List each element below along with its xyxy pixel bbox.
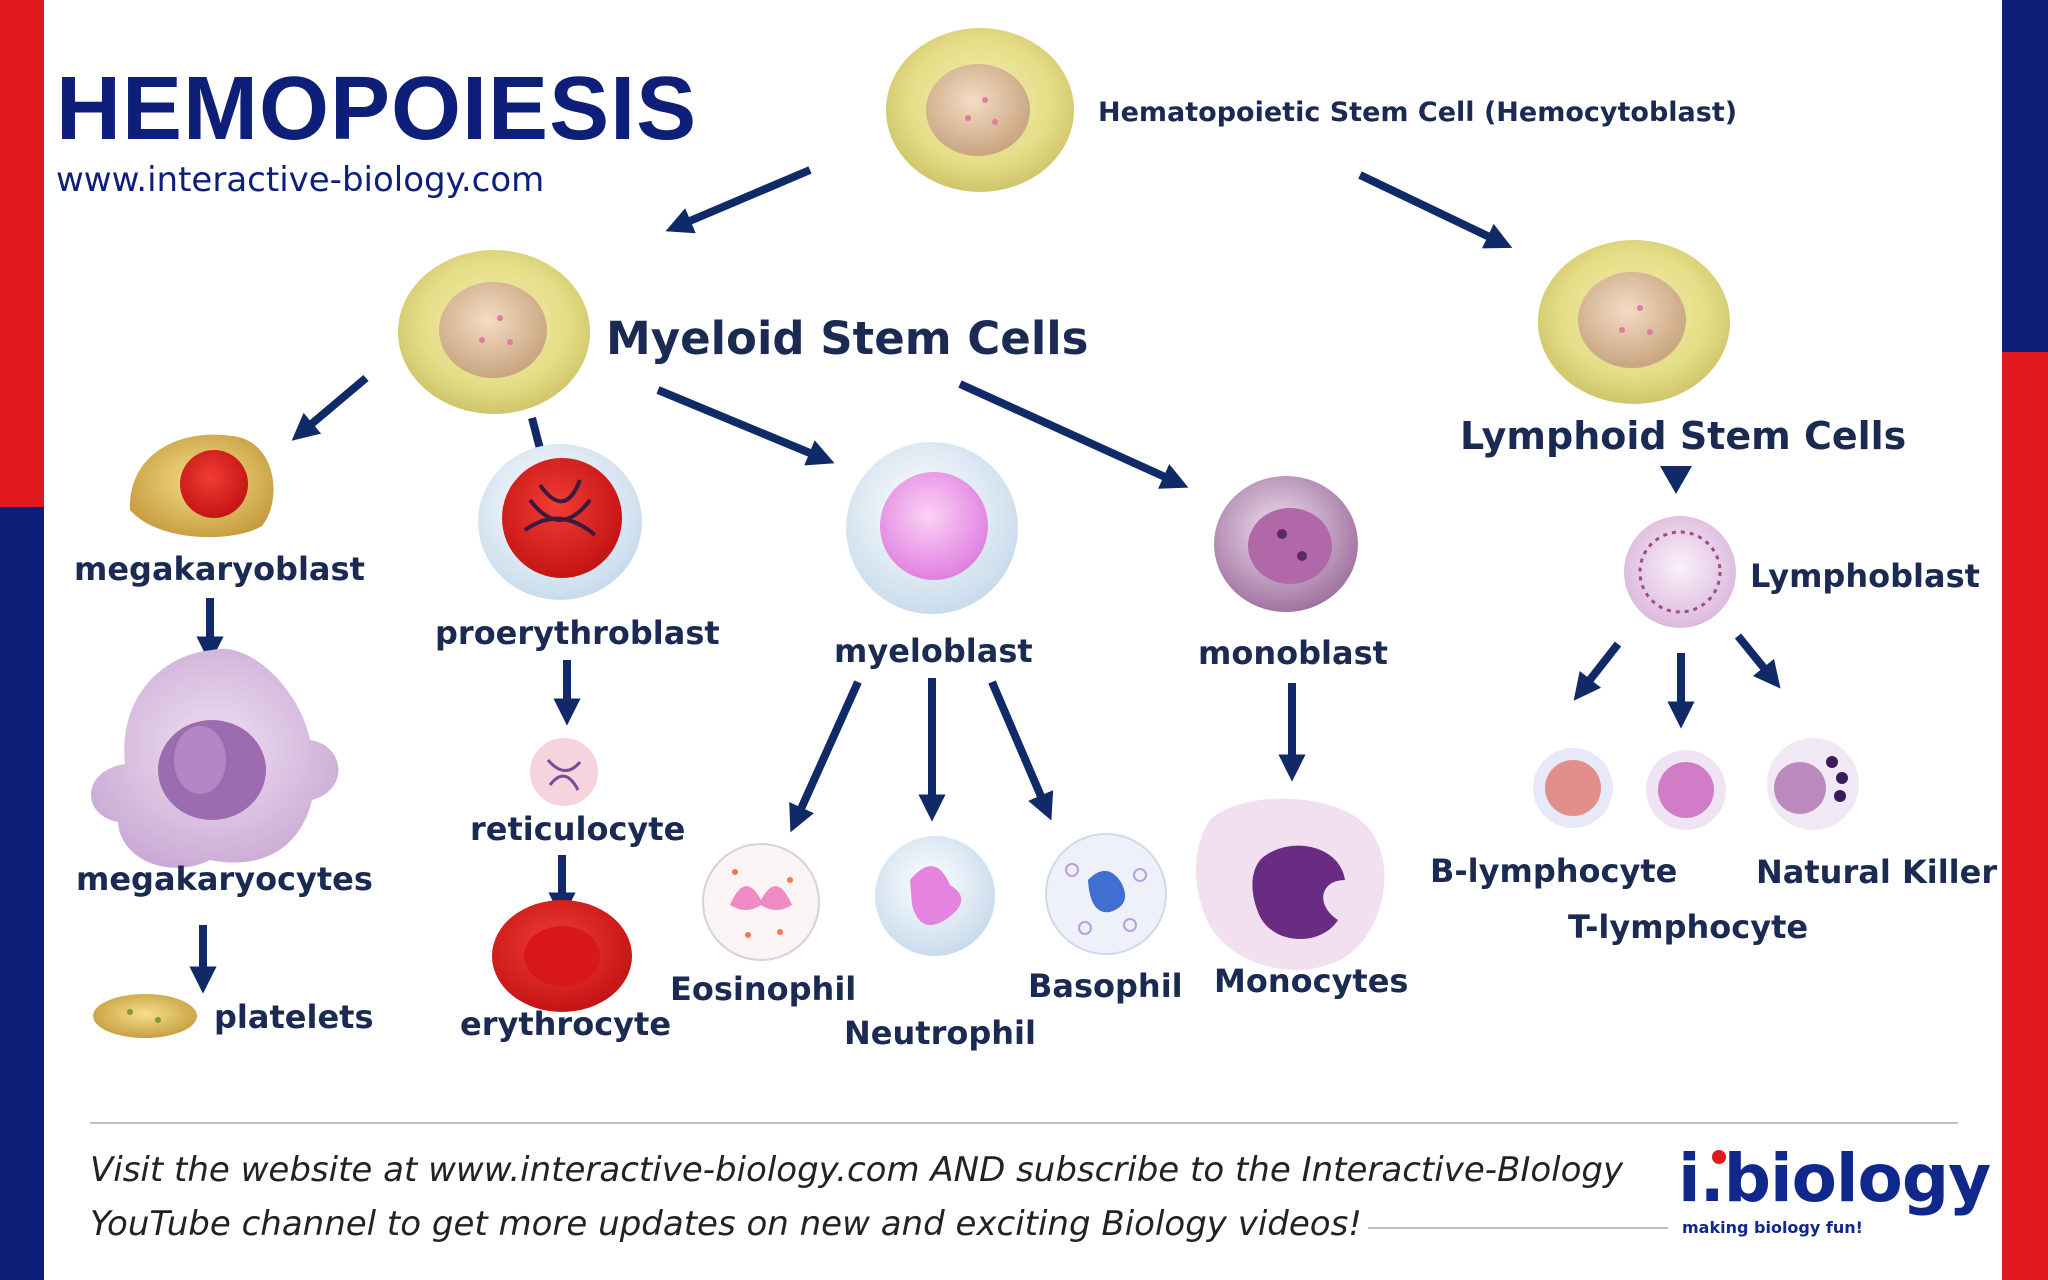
left-navy-bar <box>0 507 44 1280</box>
basophil-cell <box>1045 833 1167 955</box>
arrows <box>189 166 1781 994</box>
label-myeloid-stem-cells: Myeloid Stem Cells <box>606 312 1089 365</box>
label-lymphoblast: Lymphoblast <box>1750 557 1980 595</box>
arrow-myeloid-to-megakaryoblast <box>291 374 369 441</box>
right-navy-bar <box>2002 0 2048 352</box>
lymphoid-stem-cell <box>1538 240 1730 404</box>
footer-line-1: Visit the website at www.interactive-bio… <box>90 1150 1624 1190</box>
hsc-cell <box>886 28 1074 192</box>
label-lymphoid-stem-cells: Lymphoid Stem Cells <box>1460 414 1907 458</box>
label-platelets: platelets <box>214 998 374 1036</box>
reticulocyte-cell <box>530 738 598 806</box>
arrow-lymphoblast-to-b <box>1573 641 1622 701</box>
myeloid-stem-cell <box>398 250 590 414</box>
arrow-myeloid-to-myeloblast <box>656 386 835 466</box>
platelet-cell <box>93 994 197 1038</box>
label-monoblast: monoblast <box>1198 634 1388 672</box>
site-url[interactable]: www.interactive-biology.com <box>56 160 545 200</box>
footer-divider <box>90 1122 1958 1124</box>
label-monocytes: Monocytes <box>1214 962 1409 1000</box>
label-natural-killer: Natural Killer <box>1756 853 1998 891</box>
label-t-lymphocyte: T-lymphocyte <box>1568 908 1809 946</box>
arrow-myeloid-to-monoblast <box>958 380 1189 489</box>
lymphoblast-cell <box>1624 516 1736 628</box>
label-neutrophil: Neutrophil <box>844 1014 1036 1052</box>
label-megakaryoblast: megakaryoblast <box>74 550 365 588</box>
footer-rule <box>1368 1227 1668 1229</box>
megakaryoblast-cell <box>129 434 274 538</box>
monoblast-cell <box>1214 476 1358 612</box>
left-red-bar <box>0 0 44 507</box>
proerythroblast-cell <box>478 444 642 600</box>
erythrocyte-cell <box>492 900 632 1012</box>
right-red-bar <box>2002 352 2048 1280</box>
label-basophil: Basophil <box>1028 967 1183 1005</box>
arrow-lymphoblast-to-nk <box>1734 633 1781 689</box>
footer-line-2: YouTube channel to get more updates on n… <box>90 1204 1362 1244</box>
arrow-lymphoid-to-lymphoblast <box>1660 466 1692 494</box>
label-proerythroblast: proerythroblast <box>435 614 720 652</box>
page-title: HEMOPOIESIS <box>56 59 698 159</box>
label-reticulocyte: reticulocyte <box>470 810 686 848</box>
t-lymphocyte-cell <box>1646 750 1726 830</box>
eosinophil-cell <box>702 843 820 961</box>
arrow-myeloblast-to-eosinophil <box>789 680 862 833</box>
label-eosinophil: Eosinophil <box>670 970 857 1008</box>
neutrophil-cell <box>875 836 995 956</box>
monocyte-cell <box>1195 798 1385 970</box>
label-erythrocyte: erythrocyte <box>460 1005 672 1043</box>
arrow-myeloblast-to-basophil <box>988 680 1054 821</box>
b-lymphocyte-cell <box>1533 748 1613 828</box>
megakaryocyte-cell <box>91 648 339 868</box>
label-b-lymphocyte: B-lymphocyte <box>1430 852 1678 890</box>
arrow-hsc-to-lymphoid <box>1358 171 1513 249</box>
logo-text: i.biology <box>1678 1140 1991 1217</box>
nk-cell <box>1767 738 1859 830</box>
label-megakaryocytes: megakaryocytes <box>76 860 373 898</box>
footer-text: Visit the website at www.interactive-bio… <box>90 1143 1650 1251</box>
myeloblast-cell <box>846 442 1018 614</box>
label-myeloblast: myeloblast <box>834 632 1033 670</box>
logo-red-dot <box>1712 1150 1726 1164</box>
ibiology-logo[interactable]: i.biology making biology fun! <box>1678 1140 1991 1250</box>
arrow-hsc-to-myeloid <box>665 166 812 234</box>
label-hsc: Hematopoietic Stem Cell (Hemocytoblast) <box>1098 97 1738 128</box>
logo-tagline: making biology fun! <box>1682 1218 1863 1237</box>
